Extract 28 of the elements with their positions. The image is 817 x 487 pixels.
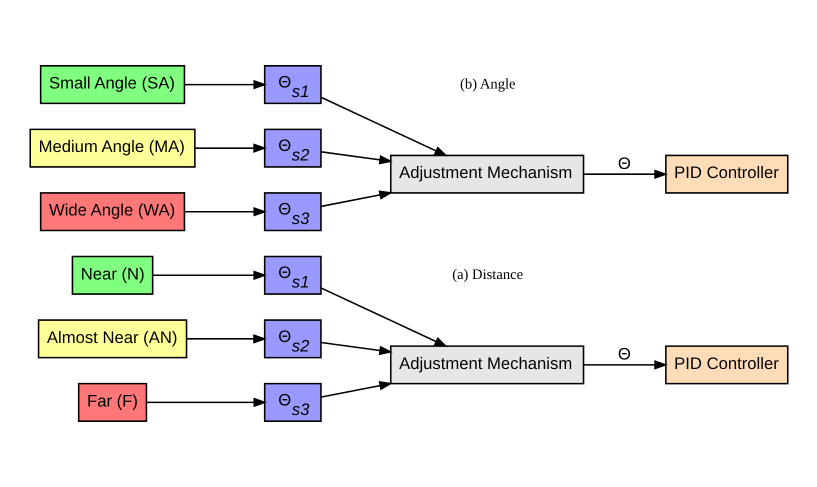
arrow (320, 96, 448, 156)
edge-label: Θ (617, 344, 630, 364)
arrow (152, 270, 266, 280)
label: (a) Distance (452, 267, 523, 284)
node-box: PID Controller (664, 154, 788, 194)
arrow (184, 80, 266, 90)
node-box: Almost Near (AN) (37, 319, 187, 358)
node-box: Near (N) (71, 256, 153, 295)
node-box: Far (F) (77, 382, 147, 422)
arrow (320, 342, 392, 356)
arrow (320, 287, 448, 348)
node-box: PID Controller (664, 345, 788, 384)
arrow (184, 206, 266, 216)
node-box: Wide Angle (WA) (39, 192, 185, 232)
node-box: Medium Angle (MA) (28, 128, 196, 168)
node-box: Adjustment Mechanism (389, 345, 584, 384)
label: (b) Angle (460, 76, 516, 92)
arrow (583, 169, 668, 179)
edge-label: Θ (617, 154, 630, 173)
arrow (583, 360, 668, 370)
arrow (194, 143, 266, 153)
arrow (320, 381, 392, 398)
arrow (146, 398, 267, 408)
node-box: Small Angle (SA) (39, 65, 185, 104)
arrow (186, 334, 266, 344)
arrow (320, 190, 392, 208)
node-box: Adjustment Mechanism (389, 154, 584, 194)
arrow (320, 151, 392, 164)
